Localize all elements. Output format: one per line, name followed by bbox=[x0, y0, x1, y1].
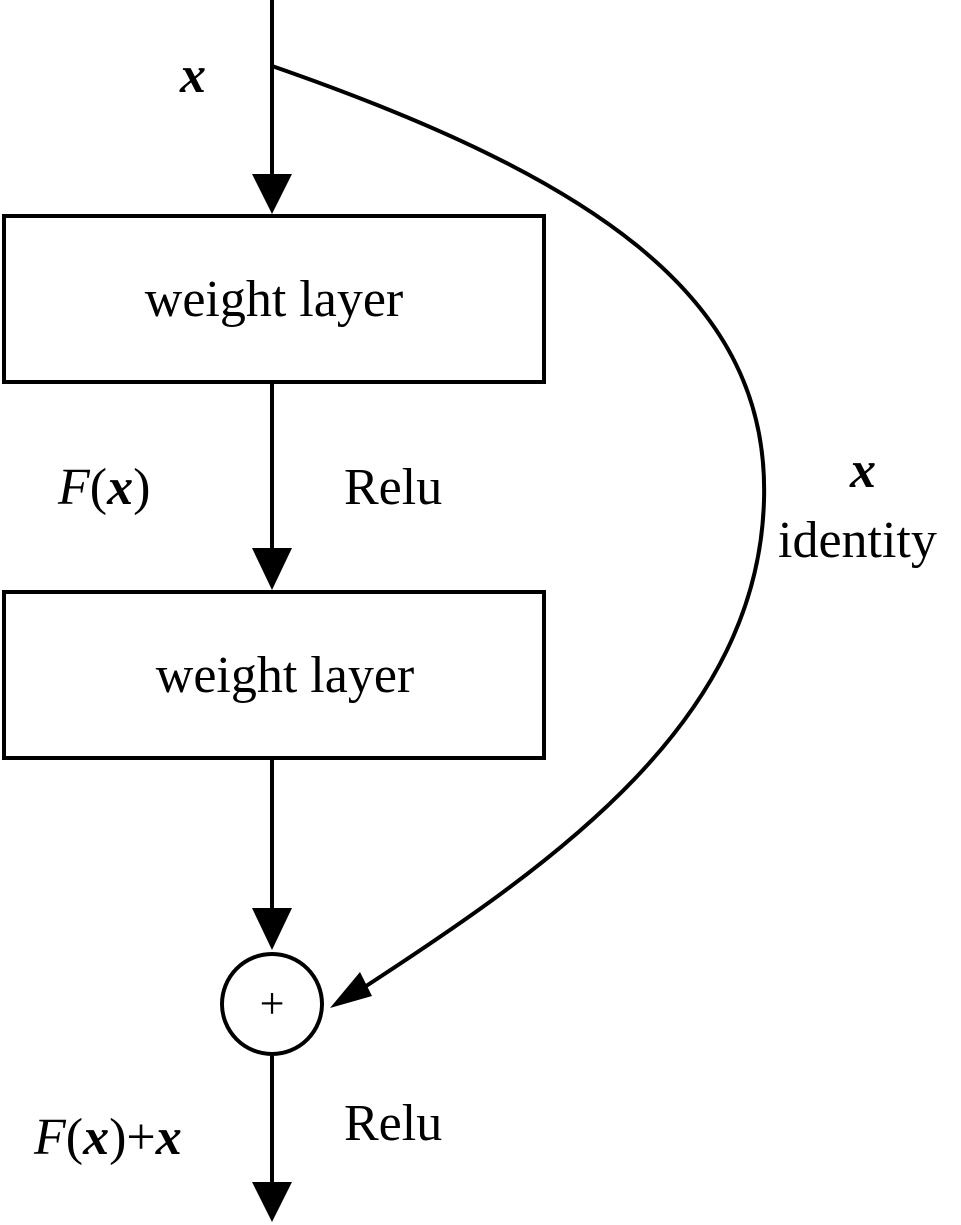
output-x: x bbox=[83, 1109, 110, 1166]
sum-node: + bbox=[220, 952, 324, 1056]
identity-x-label: x bbox=[850, 442, 876, 499]
plus-symbol: + bbox=[259, 979, 285, 1028]
identity-shortcut-curve bbox=[271, 64, 767, 992]
weight-layer-2-label: weight layer bbox=[155, 646, 415, 704]
output-plus: + bbox=[126, 1109, 156, 1166]
output-close: ) bbox=[109, 1109, 127, 1166]
output-fx-plus-x-label: F(x)+x bbox=[34, 1112, 182, 1164]
weight-layer-1-label: weight layer bbox=[144, 270, 404, 328]
output-f: F bbox=[34, 1109, 66, 1166]
relu-label-2: Relu bbox=[344, 1095, 443, 1152]
residual-close: ) bbox=[133, 459, 151, 516]
residual-x: x bbox=[107, 459, 134, 516]
identity-arrowhead bbox=[330, 972, 372, 1008]
output-open: ( bbox=[65, 1109, 84, 1166]
weight-layer-1: weight layer bbox=[2, 214, 546, 384]
residual-open: ( bbox=[89, 459, 108, 516]
input-x-label: x bbox=[180, 47, 206, 104]
residual-f: F bbox=[58, 459, 90, 516]
relu-arrowhead-1 bbox=[252, 548, 292, 590]
relu-label-1: Relu bbox=[344, 459, 443, 516]
identity-label: identity bbox=[778, 512, 937, 569]
output-arrowhead bbox=[252, 1182, 292, 1222]
fx-arrowhead bbox=[252, 908, 292, 950]
weight-layer-2: weight layer bbox=[2, 590, 546, 760]
input-arrowhead bbox=[252, 174, 292, 214]
output-x2: x bbox=[155, 1109, 182, 1166]
residual-fx-label: F(x) bbox=[58, 462, 150, 514]
